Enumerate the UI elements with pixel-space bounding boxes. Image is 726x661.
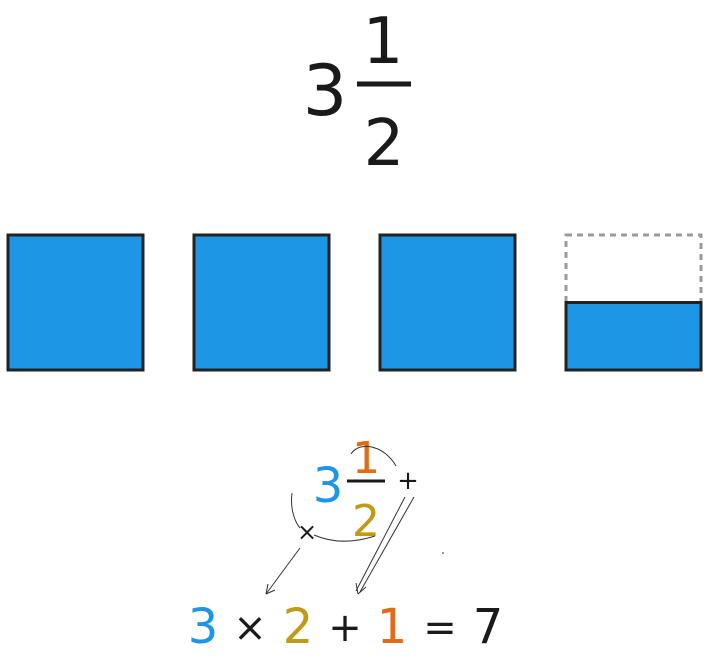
whole-square-1 [6,233,145,372]
conversion-numerator: 1 [352,433,380,484]
header-whole: 3 [303,50,348,132]
conversion-mixed-number: 3 1 2 + × [265,433,444,595]
conversion-plus-symbol: + [397,466,419,496]
equation-times: × [233,605,267,651]
plus-curve [350,445,397,467]
plus-arrow-head [355,582,367,595]
equation-b: 2 [283,599,314,655]
times-curve-bottom [313,534,376,542]
equation-a: 3 [188,599,219,655]
times-curve-left [291,492,301,529]
conversion-whole: 3 [313,458,344,514]
equation-row: 3 × 2 + 1 = 7 [188,599,504,655]
times-arrow-line [265,547,301,595]
header-numerator: 1 [363,5,404,79]
partial-square-fill [564,301,703,372]
conversion-denominator: 2 [352,496,380,547]
header-mixed-number: 3 1 2 [303,5,411,181]
conversion-times-symbol: × [297,518,317,546]
whole-square-3 [378,233,517,372]
equation-c: 1 [377,599,408,655]
equation-equals: = [423,605,457,651]
equation-plus: + [328,605,362,651]
equation-result: 7 [473,599,504,655]
times-arrow-head [265,583,276,595]
header-denominator: 2 [364,107,405,181]
plus-arrow-line-b [359,496,415,593]
whole-square-2 [192,233,331,372]
squares-row [6,233,703,372]
stray-dot [442,552,444,554]
plus-arrow-line-a [355,496,406,592]
